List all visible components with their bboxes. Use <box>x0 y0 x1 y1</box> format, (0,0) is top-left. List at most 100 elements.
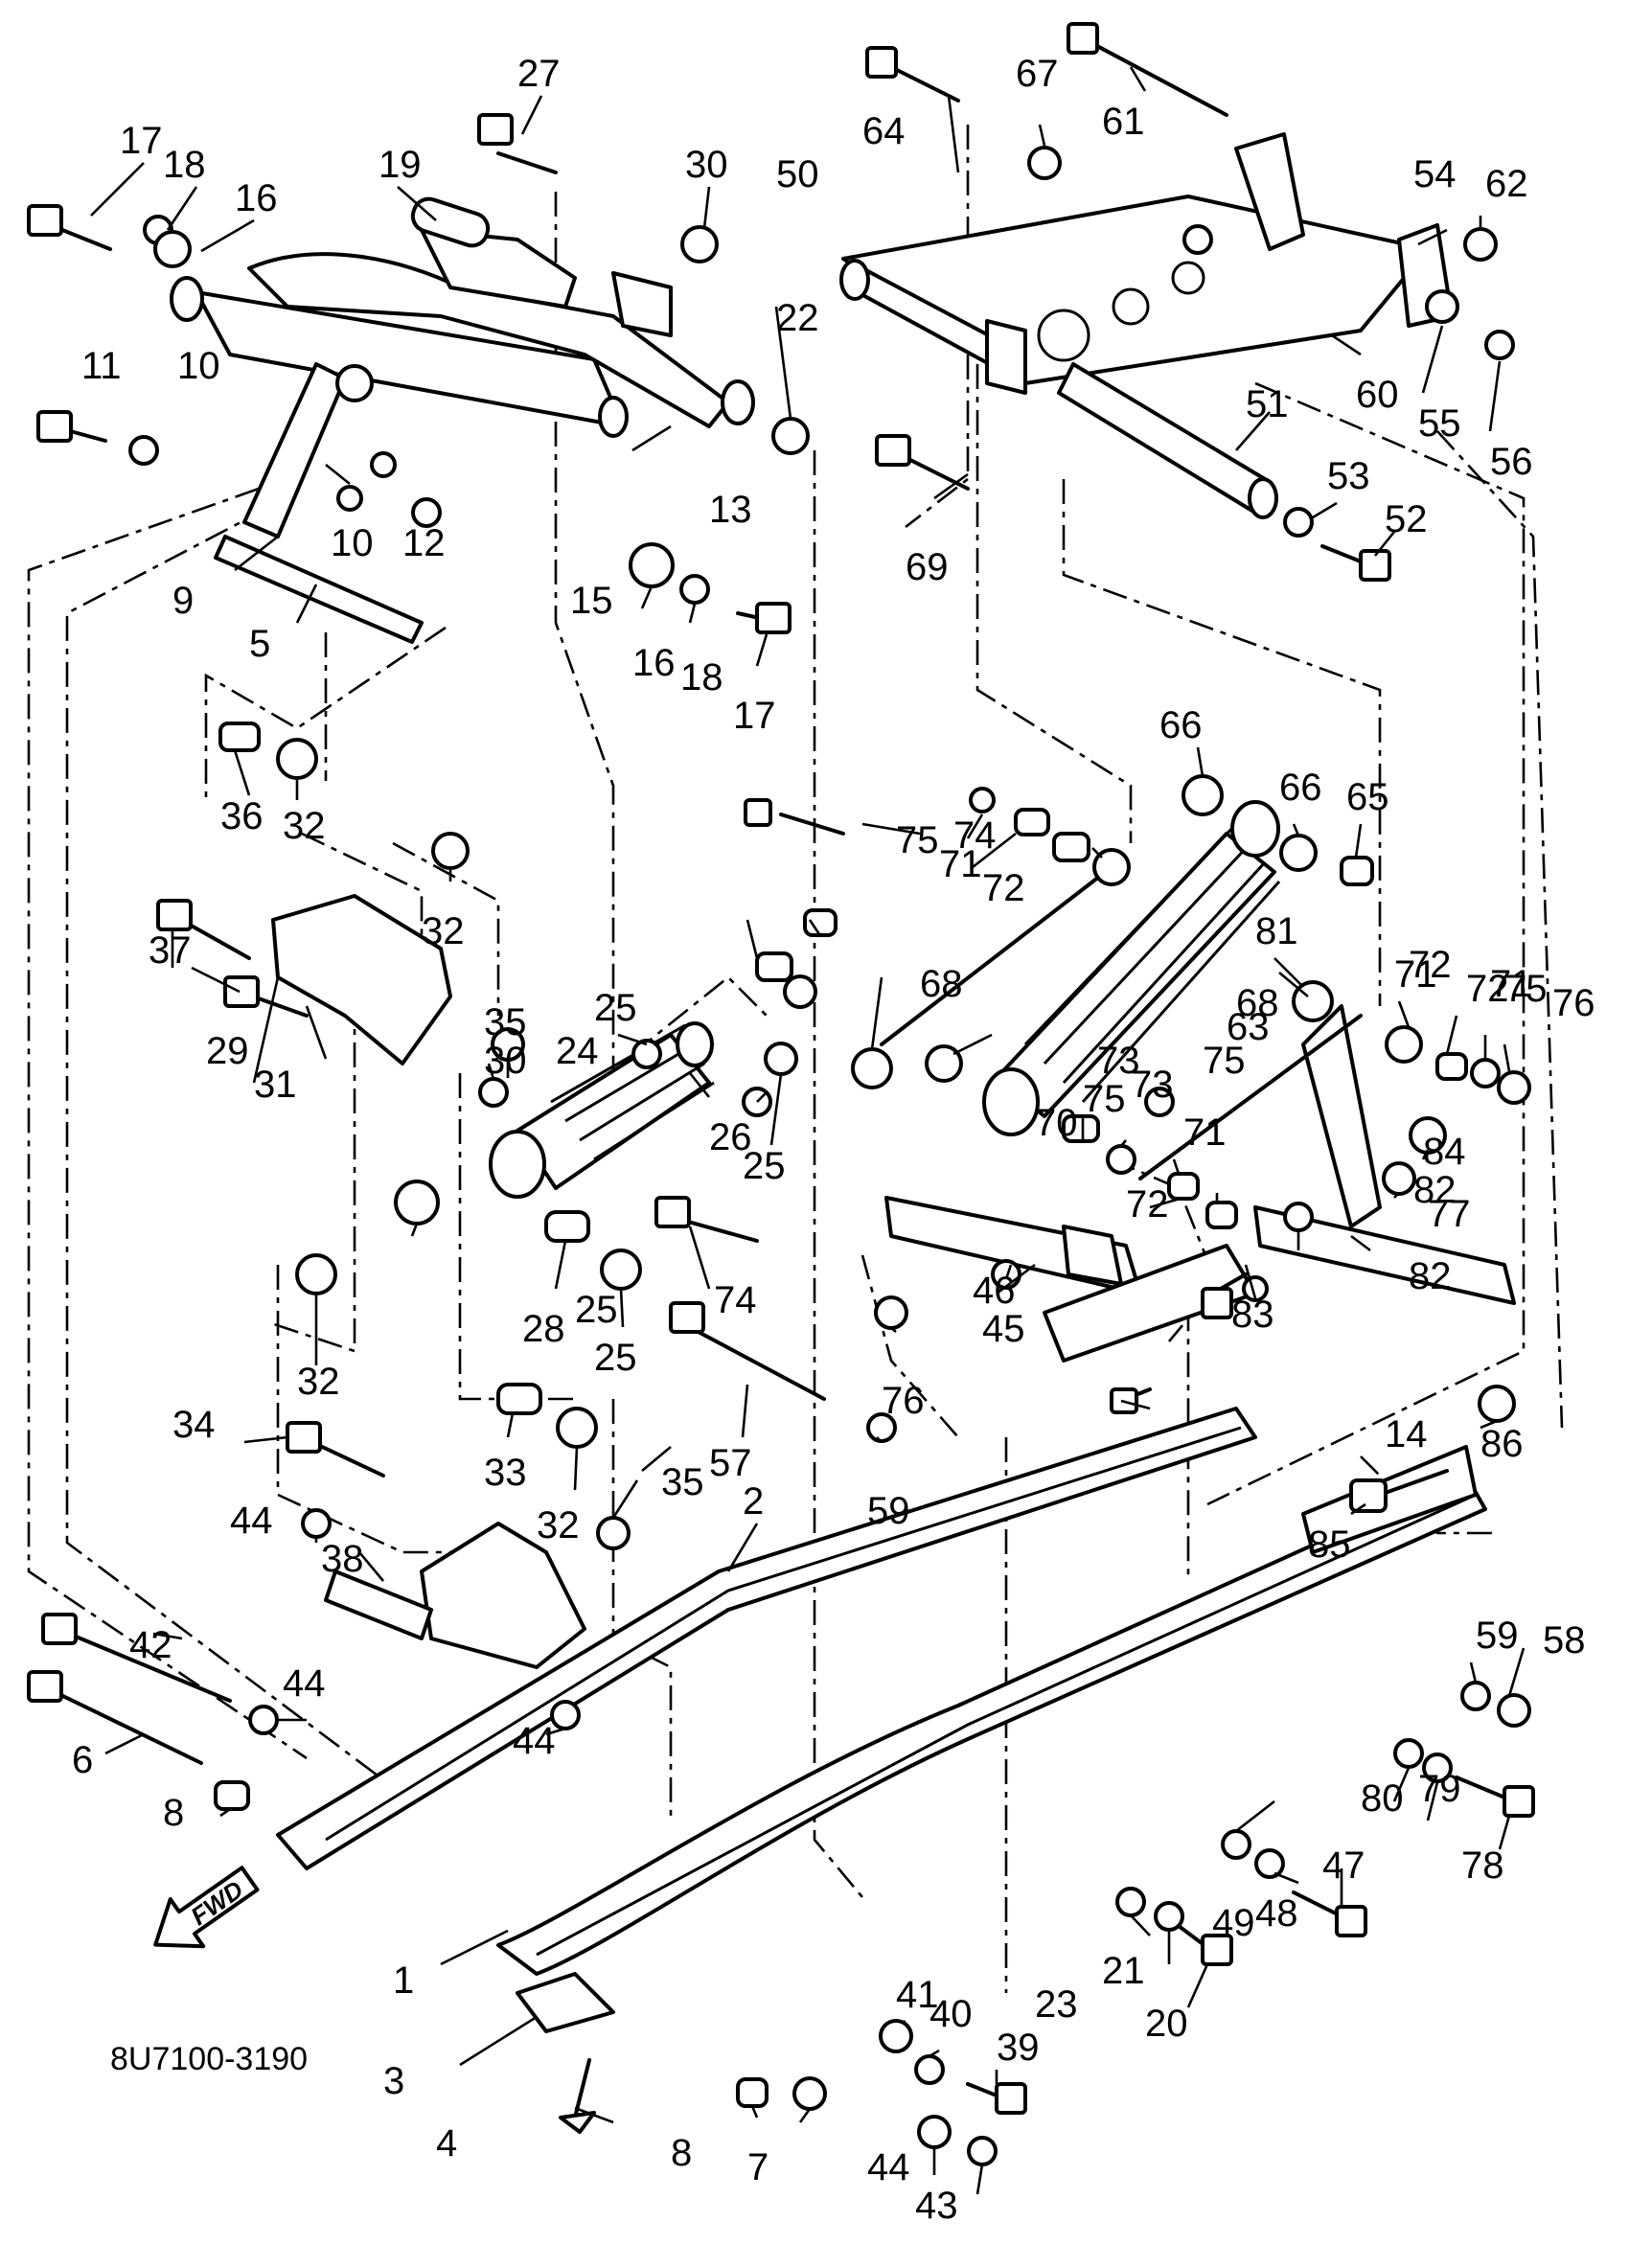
callout-label: 33 <box>484 1452 527 1494</box>
callout-label: 72 <box>1466 968 1509 1010</box>
callout-label: 64 <box>862 110 906 152</box>
callout-label: 21 <box>1102 1950 1145 1992</box>
callout-label: 24 <box>556 1030 599 1072</box>
callout-label: 10 <box>331 522 374 564</box>
callout-label: 8 <box>163 1792 184 1834</box>
callout-label: 62 <box>1485 163 1528 205</box>
callout-label: 15 <box>570 580 613 622</box>
callout-label: 58 <box>1543 1619 1586 1661</box>
callout-label: 4 <box>436 2122 457 2165</box>
callout-label: 61 <box>1102 101 1145 143</box>
callout-label: 65 <box>1346 776 1389 818</box>
callout-label: 57 <box>709 1442 752 1484</box>
callout-label: 66 <box>1279 767 1322 809</box>
callout-label: 66 <box>1159 704 1203 746</box>
callout-label: 40 <box>929 1993 973 2035</box>
callout-label: 72 <box>1409 944 1452 986</box>
callout-label: 27 <box>517 53 561 95</box>
callout-label: 3 <box>383 2060 404 2102</box>
callout-label: 67 <box>1016 53 1059 95</box>
callout-label: 29 <box>206 1030 249 1072</box>
callout-label: 39 <box>997 2027 1040 2069</box>
callout-label: 71 <box>939 843 982 885</box>
callout-label: 12 <box>402 522 446 564</box>
callout-label: 75 <box>896 819 939 861</box>
callout-label: 72 <box>1126 1183 1169 1226</box>
callout-label: 22 <box>776 297 819 339</box>
callout-label: 17 <box>733 695 776 737</box>
callout-label: 71 <box>1394 953 1437 996</box>
callout-label: 7 <box>747 2146 769 2188</box>
callout-label: 47 <box>1322 1844 1365 1887</box>
callout-label: 73 <box>1131 1064 1174 1106</box>
callout-label: 32 <box>537 1504 580 1546</box>
callout-label: 85 <box>1308 1523 1351 1566</box>
callout-label: 44 <box>513 1720 556 1762</box>
callout-label: 9 <box>172 580 194 622</box>
callout-label: 74 <box>714 1279 757 1321</box>
callout-label: 23 <box>1035 1983 1078 2026</box>
callout-label: 34 <box>172 1404 216 1446</box>
front-shock-absorber <box>489 1021 715 1199</box>
hardware <box>27 22 1535 2166</box>
callout-label: 18 <box>680 656 723 699</box>
callout-label: 25 <box>743 1145 786 1187</box>
callout-label: 14 <box>1385 1413 1428 1455</box>
callout-label: 75 <box>1083 1078 1126 1120</box>
rear-shock-absorber <box>982 800 1281 1136</box>
callout-label: 16 <box>632 642 676 684</box>
callout-label: 51 <box>1246 383 1289 425</box>
callout-label: 11 <box>81 345 122 387</box>
callout-label: 80 <box>1361 1777 1404 1820</box>
callout-label: 74 <box>953 814 997 857</box>
callout-label: 44 <box>283 1662 326 1705</box>
callout-label: 59 <box>867 1490 910 1532</box>
callout-label: 71 <box>1183 1111 1227 1154</box>
callout-label: 35 <box>484 1001 527 1043</box>
callout-label: 2 <box>743 1480 764 1523</box>
callout-lines <box>90 66 1526 2195</box>
callout-label: 42 <box>129 1624 172 1666</box>
callout-label: 28 <box>522 1308 565 1350</box>
callout-label: 13 <box>709 489 752 531</box>
callout-label: 44 <box>230 1500 273 1542</box>
callout-label: 37 <box>149 929 192 972</box>
pivot-brackets <box>271 894 1516 1669</box>
slide-rails <box>276 1244 1487 2033</box>
callout-label: 8 <box>671 2132 692 2174</box>
callout-label: 31 <box>254 1064 297 1106</box>
callout-label: 59 <box>1476 1615 1519 1657</box>
callout-label: 16 <box>235 177 278 219</box>
callout-label: 77 <box>1428 1193 1471 1235</box>
callout-label: 25 <box>594 1337 637 1379</box>
callout-label: 82 <box>1409 1255 1452 1297</box>
callout-label: 53 <box>1327 455 1370 497</box>
callout-label: 32 <box>283 805 326 847</box>
callout-label: 32 <box>422 910 465 952</box>
callout-label: 68 <box>920 963 963 1005</box>
callout-label: 78 <box>1461 1844 1504 1887</box>
callout-label: 25 <box>594 987 637 1029</box>
callout-label: 73 <box>1097 1040 1140 1082</box>
callout-label: 30 <box>685 144 728 186</box>
callout-label: 19 <box>379 144 422 186</box>
callout-label: 17 <box>120 120 163 162</box>
callout-label: 75 <box>1203 1040 1246 1082</box>
callout-label: 50 <box>776 153 819 195</box>
callout-label: 20 <box>1145 2003 1188 2045</box>
callout-label: 84 <box>1423 1131 1466 1173</box>
callout-label: 18 <box>163 144 206 186</box>
front-arm-assembly <box>170 196 755 644</box>
fwd-arrow-icon: FWD <box>153 1866 260 1949</box>
callout-label: 76 <box>1552 982 1595 1024</box>
callout-label: 38 <box>321 1538 364 1580</box>
callout-label: 1 <box>393 1959 414 2002</box>
callout-label: 69 <box>906 546 949 588</box>
callout-label: 79 <box>1418 1768 1461 1810</box>
callout-label: 36 <box>220 795 264 837</box>
callout-label: 81 <box>1255 910 1298 952</box>
callout-label: 10 <box>177 345 220 387</box>
callout-label: 82 <box>1413 1169 1457 1211</box>
